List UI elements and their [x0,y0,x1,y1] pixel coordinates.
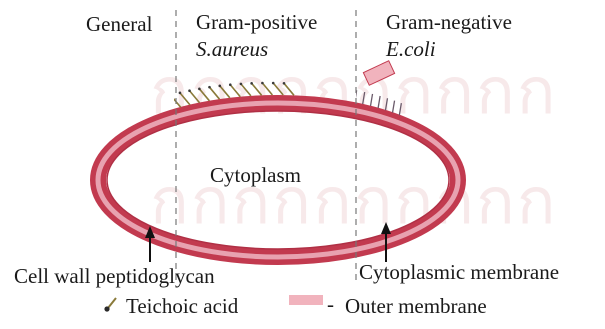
teichoic-acid-legend-label: Teichoic acid [126,296,238,317]
outer-membrane-stub [363,92,365,104]
teichoic-acid-spike [229,83,240,96]
general-label: General [86,14,152,35]
teichoic-acid-spike [240,83,251,96]
outer-membrane-legend-dash: - [327,294,334,315]
teichoic-acid-spike [179,92,190,105]
gram-positive-label: Gram-positive [196,12,317,33]
teichoic-acid-spike [152,99,163,112]
teichoic-acid-spike [250,82,261,95]
gram-negative-label: Gram-negative [386,12,512,33]
cytoplasmic-membrane-label: Cytoplasmic membrane [359,262,559,283]
s-aureus-label: S.aureus [196,39,268,60]
e-coli-label: E.coli [386,39,436,60]
teichoic-acid-spike [283,82,294,95]
outer-membrane-stub [378,96,380,108]
teichoic-acid-spike [169,94,180,107]
teichoic-acid-spike [160,97,171,110]
outer-membrane-legend-label: Outer membrane [345,296,487,317]
outer-membrane-stub [371,94,373,106]
outer-membrane-swatch [289,295,323,305]
teichoic-acid-spike [198,88,209,101]
teichoic-acid-spike [208,86,219,99]
teichoic-acid-spike [218,85,229,98]
outer-membrane-stub [399,103,401,115]
cell-wall-peptidoglycan-label: Cell wall peptidoglycan [14,266,215,287]
teichoic-acid-spike [272,82,283,95]
cytoplasm-label: Cytoplasm [210,165,301,186]
teichoic-acid-spike [261,82,272,95]
outer-membrane-block [363,61,394,86]
outer-membrane-stub [385,98,387,110]
teichoic-acid-icon [104,298,116,312]
teichoic-acid-spike [188,89,199,102]
outer-membrane-stub [393,101,395,113]
